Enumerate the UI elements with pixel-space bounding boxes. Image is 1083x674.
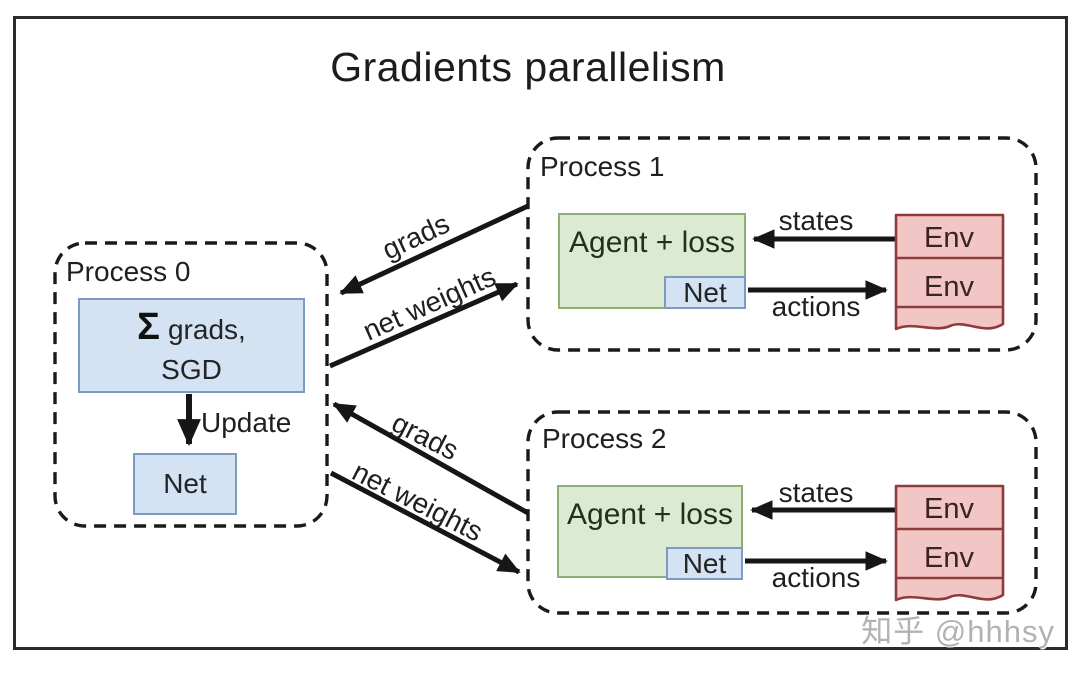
p1-env-2-label: Env (924, 271, 974, 303)
p2-grads-arrow (332, 401, 530, 516)
sum-box-sgd-text: SGD (161, 353, 222, 385)
p2-env-2-label: Env (924, 542, 974, 574)
p2-net-box: Net (666, 547, 743, 580)
process0-net-box: Net (133, 453, 237, 515)
process0-outline (53, 241, 329, 528)
process0-label: Process 0 (66, 256, 191, 287)
p2-actions-label: actions (771, 562, 861, 593)
sum-box-grads-text: grads, (167, 314, 246, 346)
p2-net-label: Net (682, 547, 727, 579)
process0-net-label: Net (163, 468, 207, 499)
update-arrow-label: Update (201, 407, 292, 438)
sigma-symbol: Σ (137, 306, 160, 349)
p1-states-label: states (778, 205, 854, 236)
p1-net-weights-arrow (328, 281, 519, 369)
p1-env-1-label: Env (924, 222, 974, 254)
sum-box-line1: Σ grads, (137, 304, 246, 352)
process1-outline (526, 136, 1038, 352)
p2-net-weights-arrow (329, 470, 521, 575)
p1-net-box: Net (664, 276, 746, 309)
p1-env-stack: Env Env (894, 213, 1005, 331)
p1-env-stack-shape (894, 213, 1005, 331)
p2-env-1-label: Env (924, 493, 974, 525)
sum-grads-sgd-box: Σ grads, SGD (78, 298, 305, 393)
process1-label: Process 1 (540, 151, 665, 182)
p2-env-stack: Env Env (894, 484, 1005, 602)
p1-agent-loss-label: Agent + loss (569, 226, 735, 259)
p1-net-label: Net (683, 276, 727, 308)
process2-label: Process 2 (542, 423, 667, 454)
outer-frame (13, 16, 1068, 650)
p2-env-stack-shape (894, 484, 1005, 602)
watermark: 知乎 @hhhsy (861, 614, 1055, 649)
p1-grads-arrow (339, 203, 530, 296)
diagram-title: Gradients parallelism (330, 44, 726, 90)
p2-agent-loss-label: Agent + loss (567, 498, 733, 531)
p2-states-label: states (778, 477, 854, 508)
p1-actions-label: actions (771, 291, 861, 322)
